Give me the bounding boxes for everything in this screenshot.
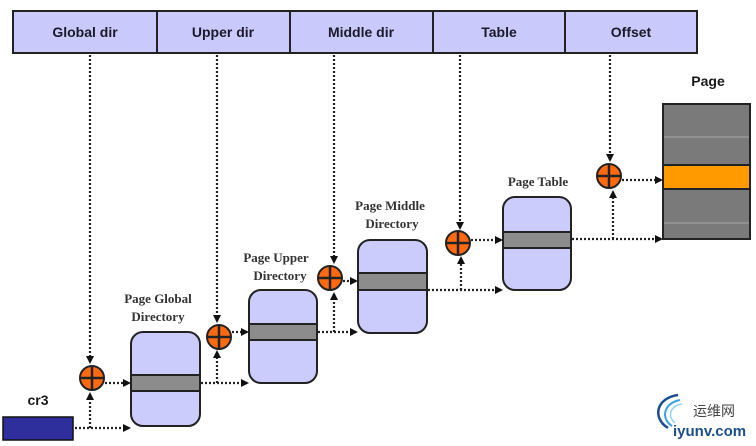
adder-pmd [317,265,343,291]
pt-label: Page Table [508,174,569,189]
page-frame: Page [662,73,751,240]
watermark-logo-icon [664,399,681,427]
page-upper-directory: Page Upper Directory [243,250,318,384]
watermark: 运维网 iyunv.com [657,393,746,440]
field-global-dir: Global dir [52,24,118,40]
page-label: Page [691,73,725,89]
adder-pud [206,324,232,350]
adder-pgd [79,365,105,391]
adder-page [596,163,622,189]
pmd-label-line2: Directory [365,216,419,231]
page-middle-directory: Page Middle Directory [355,198,428,334]
pud-label-line1: Page Upper [243,250,309,265]
cr3-label: cr3 [27,392,48,408]
linear-address-bar: Global dir Upper dir Middle dir Table Of… [12,10,698,54]
watermark-en: iyunv.com [673,423,746,440]
pgd-label-line1: Page Global [124,291,192,306]
page-table: Page Table [502,174,572,291]
pt-entry [502,231,572,249]
field-offset: Offset [611,24,652,40]
pmd-entry [357,272,428,291]
pgd-label-line2: Directory [131,309,185,324]
field-upper-dir: Upper dir [192,24,255,40]
field-middle-dir: Middle dir [328,24,395,40]
watermark-logo-icon [669,403,683,424]
page-global-directory: Page Global Directory [124,291,201,427]
adder-pt [445,230,471,256]
watermark-logo-icon [657,393,679,430]
pud-entry [248,323,318,341]
page-entry [662,164,751,190]
cr3-box [2,416,74,441]
field-connectors [86,55,614,364]
pud-label-line2: Directory [253,268,307,283]
pmd-label-line1: Page Middle [355,198,425,213]
field-table: Table [481,24,517,40]
pgd-entry [130,374,201,392]
address-bar-frame [12,10,698,54]
cr3-register: cr3 [2,392,74,441]
watermark-cn: 运维网 [693,404,735,420]
